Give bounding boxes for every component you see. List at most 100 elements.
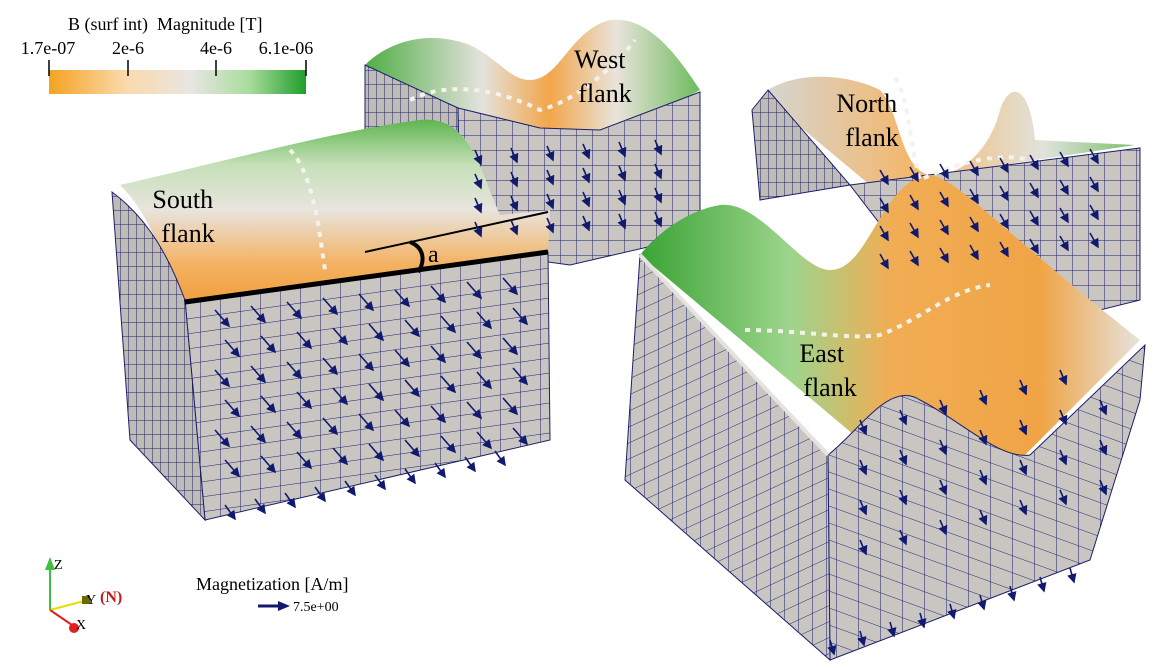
magnetization-arrow-131: [1058, 409, 1068, 426]
magnetization-arrow-141: [898, 529, 908, 546]
magnetization-arrow-32: [404, 379, 421, 398]
magnetization-arrow-54: [224, 504, 236, 521]
magnetization-arrow-10: [260, 335, 277, 354]
south-flank-block: a: [111, 119, 551, 522]
magnetization-arrow-13: [368, 323, 385, 342]
magnetization-arrow-125: [1058, 369, 1068, 386]
magnetization-arrow-84: [545, 217, 555, 234]
magnetization-arrow-43: [466, 401, 483, 420]
north-marker-label: (N): [100, 589, 122, 606]
magnetization-legend-arrow-head: [278, 601, 290, 611]
magnetization-arrow-62: [464, 456, 476, 473]
magnetization-arrow-110: [1059, 207, 1069, 224]
magnetization-arrow-15: [440, 315, 457, 334]
magnetization-arrow-64: [473, 149, 483, 166]
magnetization-arrow-56: [284, 492, 296, 509]
magnetization-arrow-105: [909, 222, 919, 239]
z-axis-label: Z: [54, 558, 63, 573]
magnetization-legend-value: 7.5e+00: [293, 600, 339, 615]
west-profile-curve: [409, 38, 637, 113]
magnetization-arrow-140: [858, 539, 868, 556]
magnetization-arrow-7: [466, 281, 483, 300]
magnetization-arrow-86: [617, 213, 627, 230]
colorbar-title: B (surf int) Magnitude [T]: [68, 14, 262, 35]
magnetization-arrow-130: [1018, 419, 1028, 436]
magnetization-arrow-30: [332, 387, 349, 406]
magnetization-arrow-127: [898, 449, 908, 466]
magnetization-arrow-153: [1007, 585, 1017, 602]
magnetization-arrow-143: [978, 509, 988, 526]
profile-dotted-curves: [288, 38, 1031, 339]
magnetization-arrow-126: [858, 459, 868, 476]
magnetization-arrow-76: [473, 197, 483, 214]
magnetization-arrow-73: [581, 167, 591, 184]
magnetization-arrow-4: [358, 293, 375, 312]
magnetization-arrow-53: [512, 427, 529, 446]
magnetization-arrow-112: [879, 253, 889, 270]
magnetization-arrow-31: [368, 383, 385, 402]
north-flank-label: North flank: [836, 89, 903, 152]
magnetization-arrow-113: [909, 250, 919, 267]
north-label-line1: North: [836, 89, 897, 118]
magnetization-arrow-59: [374, 474, 386, 491]
east-top-rim: [638, 253, 830, 457]
magnetization-arrow-74: [617, 165, 627, 182]
magnetization-arrow-96: [879, 197, 889, 214]
y-axis-line: [49, 600, 85, 611]
magnetization-arrow-70: [473, 173, 483, 190]
magnetization-arrow-71: [509, 171, 519, 188]
magnetization-arrow-41: [394, 409, 411, 428]
magnetization-arrow-52: [476, 431, 493, 450]
west-label-line1: West: [574, 45, 626, 74]
magnetization-arrow-18: [214, 369, 231, 388]
angle-reference-line-upper: [364, 211, 549, 253]
magnetization-arrow-89: [909, 166, 919, 183]
magnetization-arrow-9: [224, 339, 241, 358]
magnetization-arrow-103: [1089, 176, 1099, 193]
colorbar-tick-label-3: 4e-6: [200, 38, 232, 58]
magnetization-arrow-72: [545, 169, 555, 186]
magnetization-arrow-98: [939, 191, 949, 208]
magnetization-arrow-24: [430, 345, 447, 364]
south-side-face: [111, 190, 206, 522]
magnetization-arrow-106: [939, 219, 949, 236]
magnetization-arrow-77: [509, 195, 519, 212]
magnetization-arrow-119: [1089, 232, 1099, 249]
north-top-surface: [768, 76, 1135, 185]
colorbar-tick-label-min: 1.7e-07: [21, 38, 75, 58]
magnetization-arrow-114: [939, 247, 949, 264]
magnetization-arrow-8: [502, 277, 519, 296]
magnetization-arrow-39: [322, 417, 339, 436]
north-label-line2: flank: [845, 123, 898, 152]
magnetization-arrow-3: [322, 297, 339, 316]
magnetization-arrow-142: [938, 519, 948, 536]
magnetization-arrow-144: [1018, 499, 1028, 516]
magnetization-arrow-120: [858, 419, 868, 436]
x-axis-label: X: [76, 618, 86, 633]
magnetization-arrow-83: [509, 219, 519, 236]
magnetization-arrow-79: [581, 191, 591, 208]
magnetization-arrow-118: [1059, 235, 1069, 252]
magnetization-arrow-99: [969, 188, 979, 205]
magnetization-arrow-138: [1058, 449, 1068, 466]
magnetization-arrow-148: [857, 630, 867, 647]
magnetization-arrow-108: [999, 213, 1009, 230]
magnetization-arrow-6: [430, 285, 447, 304]
magnetization-arrow-122: [938, 399, 948, 416]
magnetization-arrow-91: [969, 160, 979, 177]
magnetization-arrow-44: [502, 397, 519, 416]
magnetization-arrow-1: [250, 305, 267, 324]
y-axis-head: [82, 596, 90, 604]
angle-label: a: [428, 242, 439, 268]
magnetization-arrow-33: [440, 375, 457, 394]
magnetization-arrow-26: [502, 337, 519, 356]
magnetization-arrow-146: [1098, 479, 1108, 496]
magnetization-arrow-117: [1029, 238, 1039, 255]
colorbar-tick-label-2: 2e-6: [112, 38, 144, 58]
magnetization-arrow-37: [250, 425, 267, 444]
magnetization-arrow-2: [286, 301, 303, 320]
magnetization-arrow-136: [978, 469, 988, 486]
magnetization-arrow-94: [1059, 151, 1069, 168]
